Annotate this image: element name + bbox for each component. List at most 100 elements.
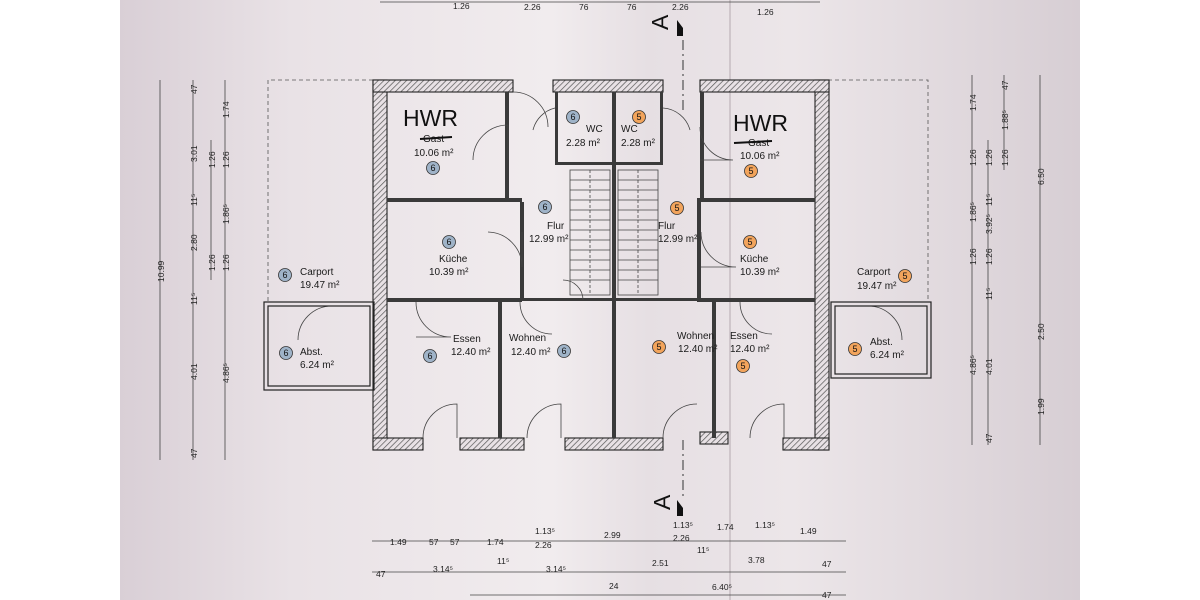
dim-label: 24: [609, 581, 619, 591]
dim-label: 2.80: [189, 234, 199, 251]
strikethrough-right: [733, 140, 773, 144]
unit-badge: [848, 342, 862, 356]
carport-outline-left: [267, 79, 373, 302]
unit-badge-number: 5: [748, 166, 753, 176]
dim-label: 47: [376, 569, 386, 579]
room-area-kueche-right: 10.39 m²: [740, 267, 780, 278]
room-name-essen-right: Essen: [730, 331, 758, 342]
dim-label: 1.74: [968, 94, 978, 111]
dim-label: 1.26: [984, 248, 994, 265]
room-name-abst-right: Abst.: [870, 337, 893, 348]
dimension-bottom-row1: 1.49 57 57 1.74 1.13⁵ 2.26 2.99 1.13⁵ 2.…: [372, 520, 846, 550]
dimension-left-outer: 10.99: [156, 80, 166, 460]
room-area-wohnen-left: 12.40 m²: [511, 347, 551, 358]
room-area-carport-left: 19.47 m²: [300, 280, 340, 291]
room-area-abst-left: 6.24 m²: [300, 360, 335, 371]
room-area-essen-right: 12.40 m²: [730, 344, 770, 355]
staircase-left: [569, 169, 611, 296]
dimension-bottom-row3: 24 6.40⁵ 47: [470, 581, 846, 600]
room-area-flur-right: 12.99 m²: [658, 234, 698, 245]
exterior-walls: [372, 79, 830, 451]
unit-badge-number: 5: [636, 112, 641, 122]
room-name-wohnen-left: Wohnen: [509, 333, 546, 344]
dim-label: 1.13⁵: [755, 520, 775, 530]
dim-label: 47: [189, 448, 199, 458]
dimension-left-mid: 47 3.01 11⁵ 2.80 11⁵ 4.01 47: [189, 80, 199, 460]
room-name-kueche-right: Küche: [740, 254, 769, 265]
dim-label: 4.86⁵: [221, 363, 231, 383]
dim-label: 3.92⁵: [984, 214, 994, 234]
room-area-kueche-left: 10.39 m²: [429, 267, 469, 278]
dim-label: 1.26: [207, 254, 217, 271]
dim-label: 11⁵: [497, 556, 509, 566]
hwr-label-left: HWR: [403, 105, 458, 131]
dim-label: 1.13⁵: [673, 520, 693, 530]
unit-badge-number: 5: [740, 361, 745, 371]
dim-label: 4.86⁵: [968, 355, 978, 375]
unit-badge: [566, 110, 580, 124]
dim-label: 11⁵: [189, 194, 199, 206]
unit-badge: [279, 346, 293, 360]
dim-label: 1.26: [1000, 149, 1010, 166]
hwr-label-right: HWR: [733, 110, 788, 136]
dim-label: 1.49: [800, 526, 817, 536]
dim-label: 57: [450, 537, 460, 547]
dim-label: 1.74: [717, 522, 734, 532]
unit-badge-number: 5: [747, 237, 752, 247]
dim-label: 6.50: [1036, 168, 1046, 185]
room-name-wc-left: WC: [586, 124, 603, 135]
unit-badge: [442, 235, 456, 249]
room-name-wc-right: WC: [621, 124, 638, 135]
interior-walls: [387, 92, 815, 438]
unit-badge: [423, 349, 437, 363]
room-name-carport-right: Carport: [857, 267, 891, 278]
dim-label: 2.26: [535, 540, 552, 550]
dim-label: 1.13⁵: [535, 526, 555, 536]
dimension-left-extra: 1.26 1.26: [207, 140, 217, 280]
room-name-abst-left: Abst.: [300, 347, 323, 358]
unit-badge: [736, 359, 750, 373]
room-area-wohnen-right: 12.40 m²: [678, 344, 718, 355]
dim-label: 2.26: [673, 533, 690, 543]
dim-label: 6.40⁵: [712, 582, 732, 592]
unit-badge: [670, 201, 684, 215]
carport-outline-right: [828, 79, 929, 302]
dim-label: 3.01: [189, 145, 199, 162]
dim-label: 3.78: [748, 555, 765, 565]
dim-label: 57: [429, 537, 439, 547]
shed-left: [263, 301, 375, 391]
unit-badge: [278, 268, 292, 282]
room-area-flur-left: 12.99 m²: [529, 234, 569, 245]
unit-badge-number: 6: [561, 346, 566, 356]
room-name-essen-left: Essen: [453, 334, 481, 345]
dimension-top: 1.26 2.26 76 76 2.26 1.26: [380, 1, 820, 17]
dim-label: 47: [189, 84, 199, 94]
dimension-right-outer: 6.50 2.50 1.99: [1036, 75, 1046, 445]
dim-label: 11⁵: [984, 194, 994, 206]
unit-badge-number: 6: [427, 351, 432, 361]
unit-badge-number: 6: [430, 163, 435, 173]
dim-label: 1.74: [221, 101, 231, 118]
room-name-kueche-left: Küche: [439, 254, 468, 265]
dim-label: 1.86⁵: [968, 202, 978, 222]
dimension-right-inner: 1.74 1.26 1.86⁵ 1.26 4.86⁵: [968, 75, 978, 445]
dim-label: 1.88⁵: [1000, 110, 1010, 130]
unit-badges-right: 5 5 5 5 5 5 5 5: [632, 110, 912, 373]
dimension-left-inner: 1.74 1.26 1.86⁵ 1.26 4.86⁵: [221, 80, 231, 460]
dim-label: 1.26: [221, 254, 231, 271]
dimension-right-mid2: 47 1.88⁵ 1.26: [1000, 75, 1010, 170]
dim-label: 11⁵: [697, 545, 709, 555]
shed-right: [830, 301, 932, 379]
unit-badge-number: 5: [852, 344, 857, 354]
dim-label: 76: [579, 2, 589, 12]
dim-label: 76: [627, 2, 637, 12]
room-name-wohnen-right: Wohnen: [677, 331, 714, 342]
dimension-bottom-row2: 47 3.14⁵ 11⁵ 3.14⁵ 2.51 11⁵ 3.78 47: [372, 545, 846, 579]
unit-badge-number: 6: [446, 237, 451, 247]
room-name-flur-right: Flur: [658, 221, 676, 232]
dim-label: 11⁵: [984, 288, 994, 300]
dim-label: 1.26: [968, 248, 978, 265]
unit-badge: [426, 161, 440, 175]
room-name-flur-left: Flur: [547, 221, 565, 232]
unit-badge: [538, 200, 552, 214]
